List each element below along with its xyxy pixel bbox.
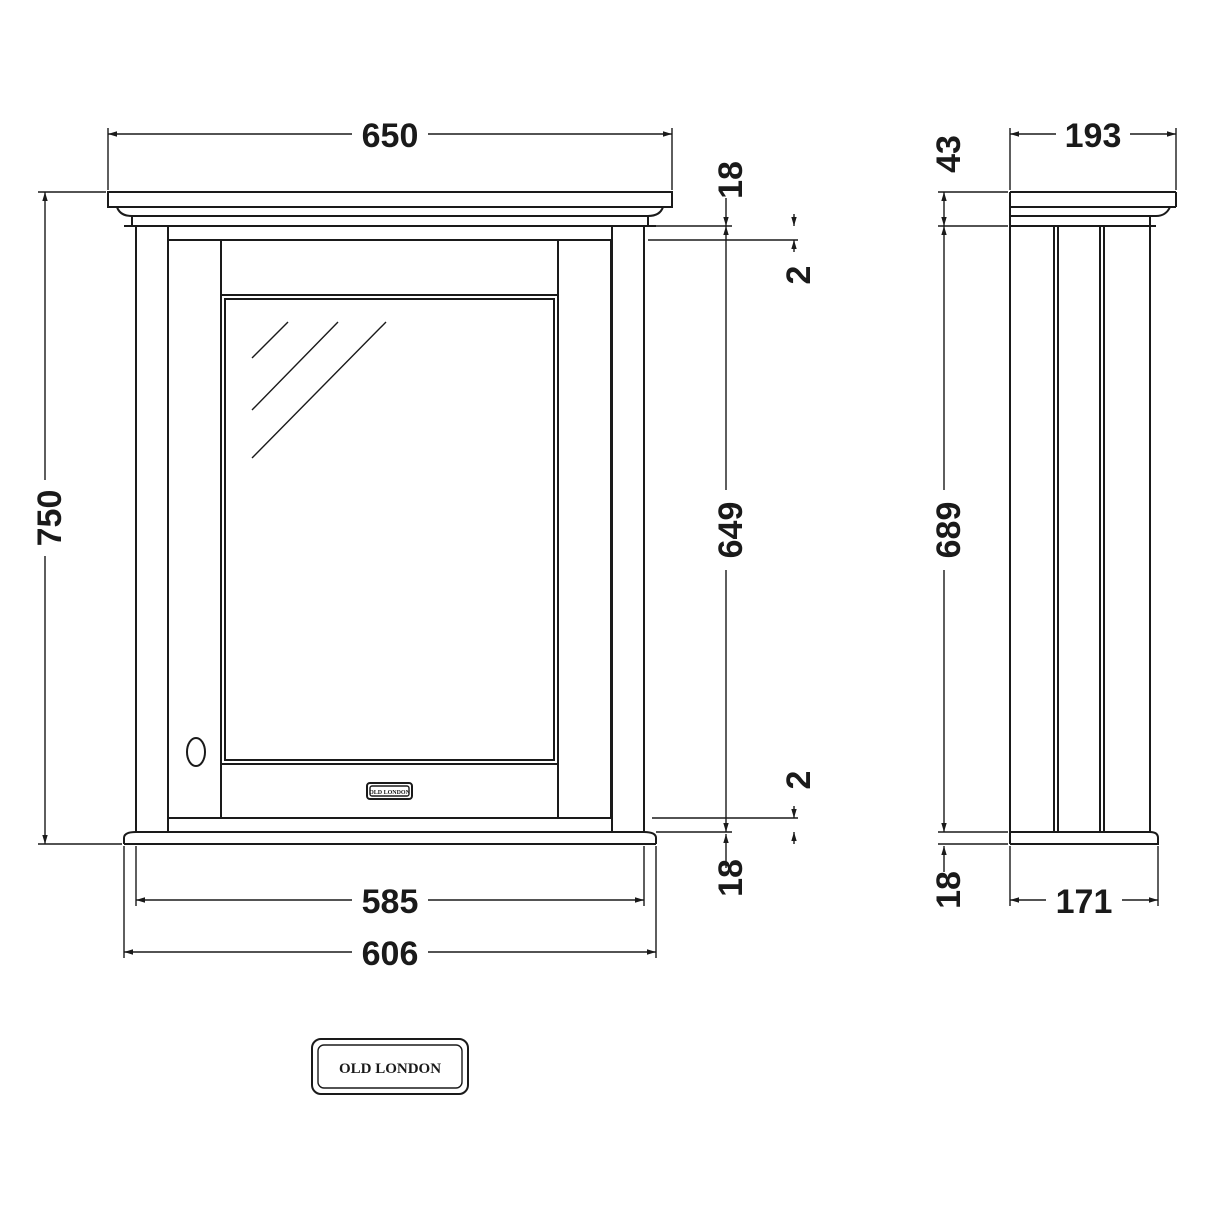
dim-bottom-gap: 2 bbox=[780, 771, 818, 790]
reflection-line bbox=[251, 321, 339, 411]
dim-cornice-height: 18 bbox=[712, 161, 750, 199]
dim-side-plinth-depth: 171 bbox=[1056, 883, 1113, 921]
door-right-stile bbox=[557, 239, 612, 819]
dim-side-body-height: 689 bbox=[930, 502, 968, 559]
door-left-stile bbox=[167, 239, 222, 819]
dim-top-gap: 2 bbox=[780, 266, 818, 285]
front-cornice-moulding bbox=[116, 206, 664, 217]
door-badge bbox=[366, 782, 413, 800]
dim-overall-width: 650 bbox=[362, 117, 419, 155]
side-plinth bbox=[1010, 831, 1159, 845]
dim-side-cornice-depth: 193 bbox=[1065, 117, 1122, 155]
reflection-line bbox=[251, 321, 289, 359]
old-london-logo: OLD LONDON bbox=[311, 1038, 469, 1095]
right-pilaster bbox=[611, 225, 645, 833]
side-cornice-moulding bbox=[1010, 206, 1171, 217]
front-dimensions: 650 750 585 606 18 649 18 bbox=[28, 116, 818, 973]
dim-plinth-outer-width: 606 bbox=[362, 935, 419, 973]
front-cornice-top bbox=[107, 191, 673, 208]
door-frame bbox=[167, 239, 613, 833]
door-badge-text: OLD LONDON bbox=[369, 790, 411, 796]
front-plinth bbox=[123, 831, 657, 844]
logo-text: OLD LONDON bbox=[339, 1061, 441, 1077]
dim-side-plinth-height: 18 bbox=[930, 871, 968, 909]
dim-plinth-height: 18 bbox=[712, 859, 750, 897]
dim-plinth-inner-width: 585 bbox=[362, 883, 419, 921]
dim-side-cornice-height: 43 bbox=[930, 135, 968, 173]
left-pilaster bbox=[135, 225, 169, 833]
reflection-line bbox=[251, 321, 387, 459]
dim-door-height: 649 bbox=[712, 502, 750, 559]
side-view bbox=[1009, 191, 1177, 845]
dim-overall-height: 750 bbox=[31, 490, 69, 547]
front-view: OLD LONDON bbox=[107, 191, 673, 845]
mirror-glass bbox=[224, 298, 555, 761]
door-knob bbox=[186, 737, 206, 767]
side-dimensions: 193 43 689 18 171 bbox=[926, 116, 1177, 921]
